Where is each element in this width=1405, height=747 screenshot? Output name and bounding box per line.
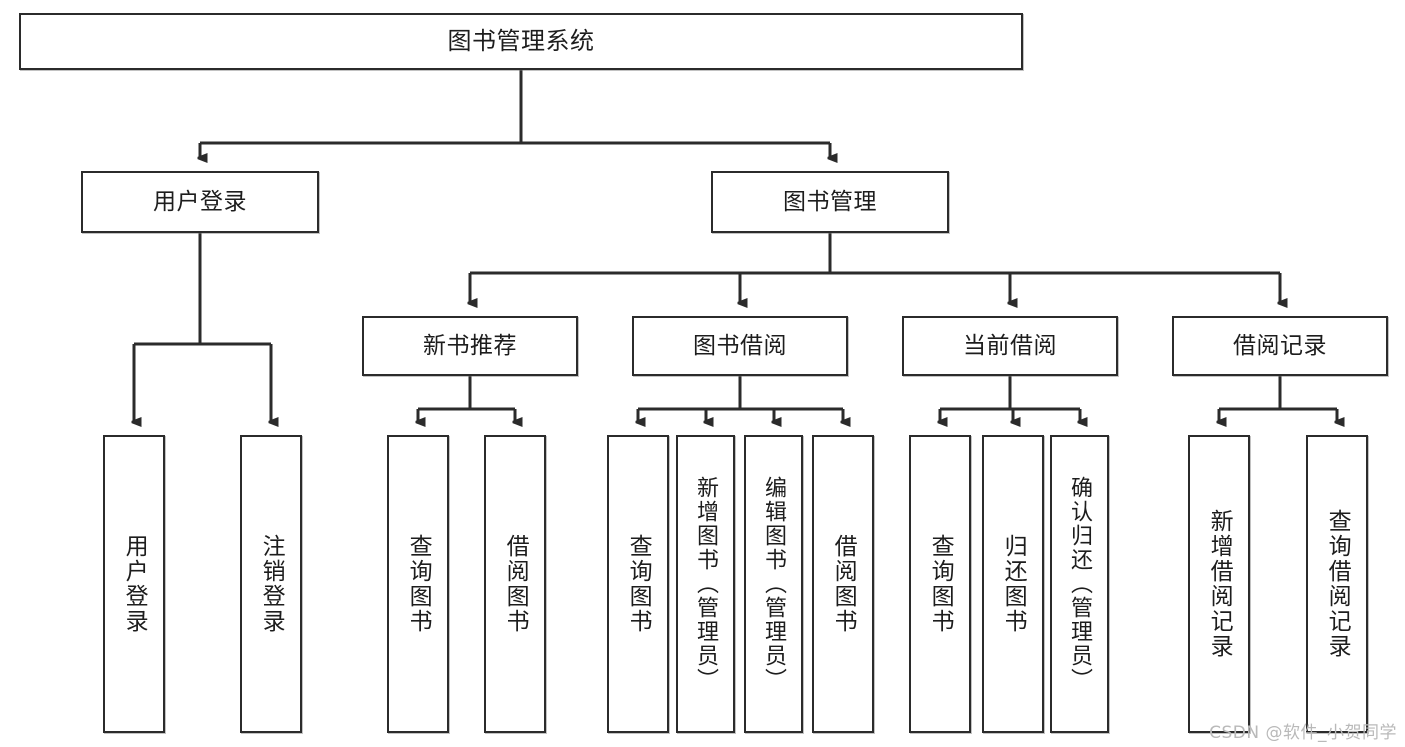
node-borrow-record[interactable]: 借阅记录: [1172, 316, 1388, 376]
node-leaf-borrow-book[interactable]: 借阅图书: [812, 435, 874, 733]
node-user-login-label: 用户登录: [153, 188, 247, 215]
node-leaf-query-record[interactable]: 查询借阅记录: [1306, 435, 1368, 733]
node-leaf-query-book-rec[interactable]: 查询图书: [387, 435, 449, 733]
node-leaf-add-book-label: 新增图书（管理员）: [693, 476, 719, 692]
node-book-borrow[interactable]: 图书借阅: [632, 316, 848, 376]
node-leaf-logout-label: 注销登录: [258, 534, 285, 634]
node-leaf-query-book-cur[interactable]: 查询图书: [909, 435, 971, 733]
node-user-login[interactable]: 用户登录: [81, 171, 319, 233]
node-leaf-borrow-book-rec[interactable]: 借阅图书: [484, 435, 546, 733]
node-book-borrow-label: 图书借阅: [693, 332, 787, 359]
node-leaf-query-record-label: 查询借阅记录: [1324, 509, 1351, 659]
node-leaf-query-book[interactable]: 查询图书: [607, 435, 669, 733]
node-new-book-rec-label: 新书推荐: [423, 332, 517, 359]
node-leaf-return-book[interactable]: 归还图书: [982, 435, 1044, 733]
node-leaf-add-record-label: 新增借阅记录: [1206, 509, 1233, 659]
node-leaf-logout[interactable]: 注销登录: [240, 435, 302, 733]
node-leaf-return-book-label: 归还图书: [1000, 534, 1027, 634]
node-leaf-borrow-book-rec-label: 借阅图书: [502, 534, 529, 634]
node-leaf-query-book-cur-label: 查询图书: [927, 534, 954, 634]
node-root-label: 图书管理系统: [447, 26, 595, 55]
node-new-book-rec[interactable]: 新书推荐: [362, 316, 578, 376]
watermark-text: CSDN @软件_小贺同学: [1209, 723, 1397, 743]
node-book-manage[interactable]: 图书管理: [711, 171, 949, 233]
node-leaf-borrow-book-label: 借阅图书: [830, 534, 857, 634]
node-leaf-add-record[interactable]: 新增借阅记录: [1188, 435, 1250, 733]
node-leaf-query-book-rec-label: 查询图书: [405, 534, 432, 634]
node-leaf-query-book-label: 查询图书: [625, 534, 652, 634]
node-borrow-record-label: 借阅记录: [1233, 332, 1327, 359]
node-leaf-edit-book-label: 编辑图书（管理员）: [761, 476, 787, 692]
node-root[interactable]: 图书管理系统: [19, 13, 1023, 70]
node-book-manage-label: 图书管理: [783, 188, 877, 215]
node-leaf-confirm-return[interactable]: 确认归还（管理员）: [1050, 435, 1109, 733]
node-leaf-user-login[interactable]: 用户登录: [103, 435, 165, 733]
node-current-borrow[interactable]: 当前借阅: [902, 316, 1118, 376]
node-leaf-edit-book[interactable]: 编辑图书（管理员）: [744, 435, 803, 733]
node-current-borrow-label: 当前借阅: [963, 332, 1057, 359]
node-leaf-user-login-label: 用户登录: [121, 534, 148, 634]
node-leaf-add-book[interactable]: 新增图书（管理员）: [676, 435, 735, 733]
node-leaf-confirm-return-label: 确认归还（管理员）: [1067, 476, 1093, 692]
